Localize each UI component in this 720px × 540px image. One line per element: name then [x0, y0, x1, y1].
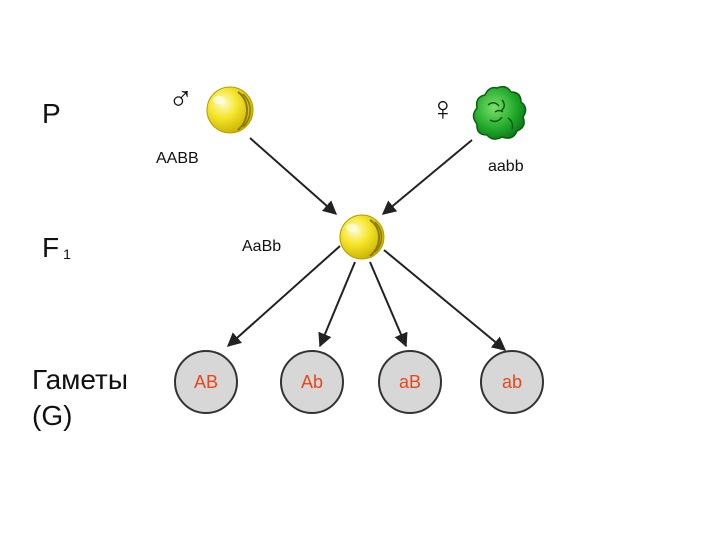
arrow-female-to-f1: [381, 139, 473, 215]
male-genotype: AABB: [156, 150, 199, 167]
gamete-label: Ab: [300, 371, 324, 392]
gamete-ab-mixed: Ab: [280, 350, 344, 414]
gamete-ab-recessive: ab: [480, 350, 544, 414]
arrow-f1-to-gamete-ab-mixed: [318, 261, 356, 348]
gamete-label: ab: [501, 371, 523, 392]
arrow-male-to-f1: [249, 137, 338, 215]
male-symbol-icon: ♂: [168, 80, 194, 118]
gametes-label-line1: Гаметы: [32, 364, 129, 395]
female-genotype: aabb: [488, 158, 524, 175]
arrow-f1-to-gamete-ab-lower: [383, 249, 507, 351]
female-symbol-icon: ♀: [430, 90, 456, 128]
row-label-gametes: Гаметы (G): [32, 362, 128, 434]
row-label-p: P: [42, 98, 61, 129]
gamete-label: AB: [193, 371, 218, 392]
gamete-ab-dominant: AB: [174, 350, 238, 414]
f1-letter: F: [42, 232, 60, 263]
f1-genotype: AaBb: [242, 238, 282, 255]
arrow-f1-to-gamete-ab-upper: [226, 245, 341, 347]
f1-subscript: 1: [63, 246, 71, 262]
f1-yellow-pea-icon: [339, 214, 385, 260]
arrow-f1-to-gamete-ab-mixed2: [369, 261, 408, 348]
gametes-label-line2: (G): [32, 400, 73, 431]
female-green-wrinkled-pea-icon: [472, 85, 527, 140]
gamete-label: aB: [398, 371, 422, 392]
gamete-ab-mixed2: aB: [378, 350, 442, 414]
male-yellow-pea-icon: [206, 86, 254, 134]
